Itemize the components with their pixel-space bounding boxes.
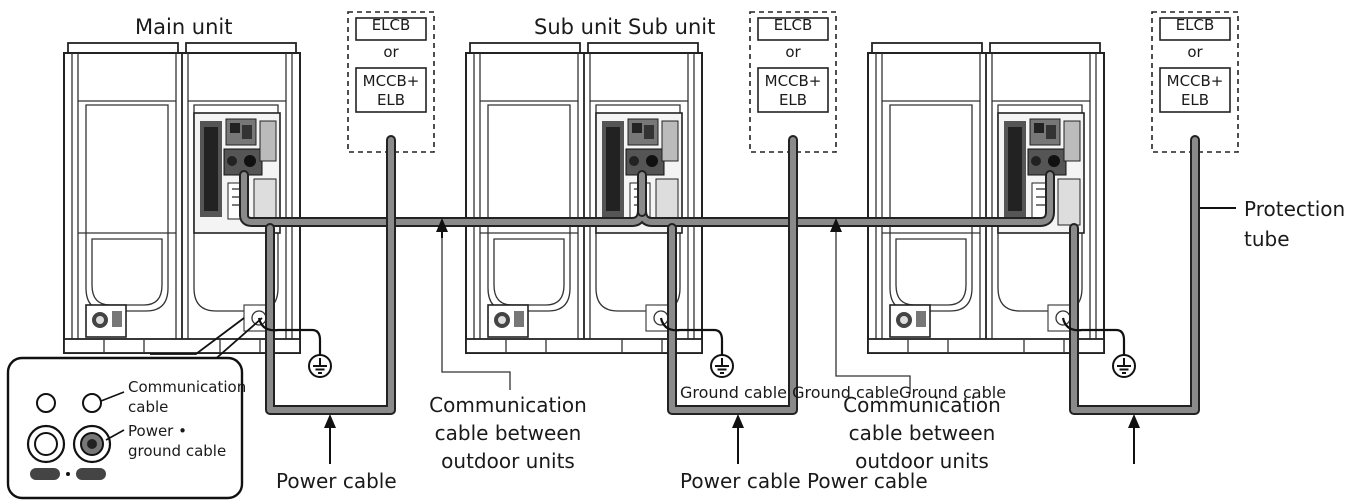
terminal-inset — [6, 356, 244, 500]
callout-leader — [150, 317, 245, 355]
main-outdoor-unit — [63, 42, 301, 354]
mccb-label: MCCB+ — [363, 72, 420, 90]
comm-cable-label-2: cable between — [849, 421, 996, 445]
communication-cable-run — [239, 170, 1055, 227]
comm-leader-1 — [441, 226, 511, 390]
elcb-label: ELCB — [1176, 16, 1215, 34]
inset-power-label-1: Power • — [128, 422, 187, 440]
elb-label: ELB — [377, 91, 405, 109]
ground-cable-labels: Ground cable Ground cableGround cable — [680, 383, 1006, 402]
comm-cable-label-2: cable between — [435, 421, 582, 445]
arrow-up-icon — [732, 414, 744, 464]
comm-cable-label-3: outdoor units — [855, 449, 989, 473]
elcb-label: ELCB — [774, 16, 813, 34]
elcb-label: ELCB — [372, 16, 411, 34]
sub-outdoor-unit-2 — [867, 42, 1105, 354]
comm-cable-label-1: Communication — [843, 393, 1001, 417]
or-label: or — [383, 43, 399, 61]
protection-tube-label: Protection — [1244, 197, 1345, 221]
ground-symbol-icon — [710, 354, 734, 378]
ground-symbol-icon — [308, 354, 332, 378]
power-cable-pair-label: Power cable Power cable — [680, 469, 928, 493]
inset-power-label-2: ground cable — [128, 442, 226, 460]
arrow-up-icon — [1128, 414, 1140, 464]
ground-symbol-icon — [1112, 354, 1136, 378]
elb-label: ELB — [1181, 91, 1209, 109]
elb-label: ELB — [779, 91, 807, 109]
callout-leader — [211, 317, 263, 363]
arrow-up-icon — [436, 218, 448, 238]
sub-unit-label: Sub unit Sub unit — [534, 15, 715, 39]
main-unit-label: Main unit — [135, 15, 233, 39]
power-cable-runs — [265, 135, 1200, 415]
arrow-up-icon — [324, 414, 336, 464]
mccb-label: MCCB+ — [1167, 72, 1224, 90]
comm-cable-label-3: outdoor units — [441, 449, 575, 473]
or-label: or — [1187, 43, 1203, 61]
power-cable-label: Power cable — [276, 469, 397, 493]
comm-leader-2 — [835, 226, 911, 394]
comm-cable-label-1: Communication — [429, 393, 587, 417]
sub-outdoor-unit-1 — [465, 42, 703, 354]
or-label: or — [785, 43, 801, 61]
inset-comm-label-1: Communication — [128, 378, 246, 396]
ground-wires — [257, 317, 1126, 356]
protection-tube-label-2: tube — [1244, 227, 1290, 251]
mccb-label: MCCB+ — [765, 72, 822, 90]
arrow-up-icon — [830, 218, 842, 232]
inset-comm-label-2: cable — [128, 398, 168, 416]
